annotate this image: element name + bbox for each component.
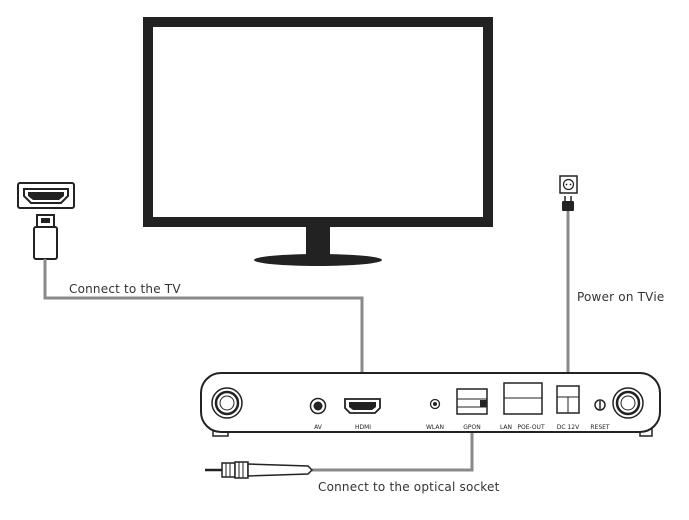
tv-neck	[306, 226, 330, 256]
port-label-wlan: WLAN	[425, 424, 444, 431]
port-label-gpon: GPON	[463, 424, 481, 431]
tv-screen	[153, 27, 483, 217]
connect-tv-label: Connect to the TV	[69, 282, 181, 296]
hdmi-port	[344, 398, 381, 414]
dc12v-port	[556, 385, 580, 414]
port-label-av: AV	[314, 424, 322, 431]
lan-poe-port	[503, 382, 543, 415]
power-outlet-icon	[559, 175, 578, 194]
port-label-hdmi: HDMI	[354, 424, 372, 431]
optical-label: Connect to the optical socket	[318, 480, 500, 494]
hdmi-socket-icon	[17, 182, 75, 209]
device-box	[200, 372, 661, 437]
power-label: Power on TVie	[577, 290, 665, 304]
left-screw-icon	[211, 387, 243, 419]
port-label-dc12v: DC 12V	[556, 424, 580, 431]
port-label-reset: RESET	[590, 424, 610, 431]
optical-connector-icon	[205, 461, 314, 479]
hdmi-cable	[43, 259, 364, 399]
right-screw-icon	[612, 387, 644, 419]
tv-monitor	[143, 17, 493, 266]
port-label-lan: LAN	[499, 424, 513, 431]
hdmi-plug-icon	[33, 214, 58, 260]
port-label-poe-out: POE-OUT	[517, 424, 545, 431]
tv-stand-base	[254, 254, 382, 266]
wlan-port	[429, 398, 441, 410]
reset-button-icon	[594, 399, 606, 411]
gpon-port	[456, 388, 488, 415]
power-plug-icon	[562, 196, 574, 211]
av-port	[309, 397, 327, 415]
